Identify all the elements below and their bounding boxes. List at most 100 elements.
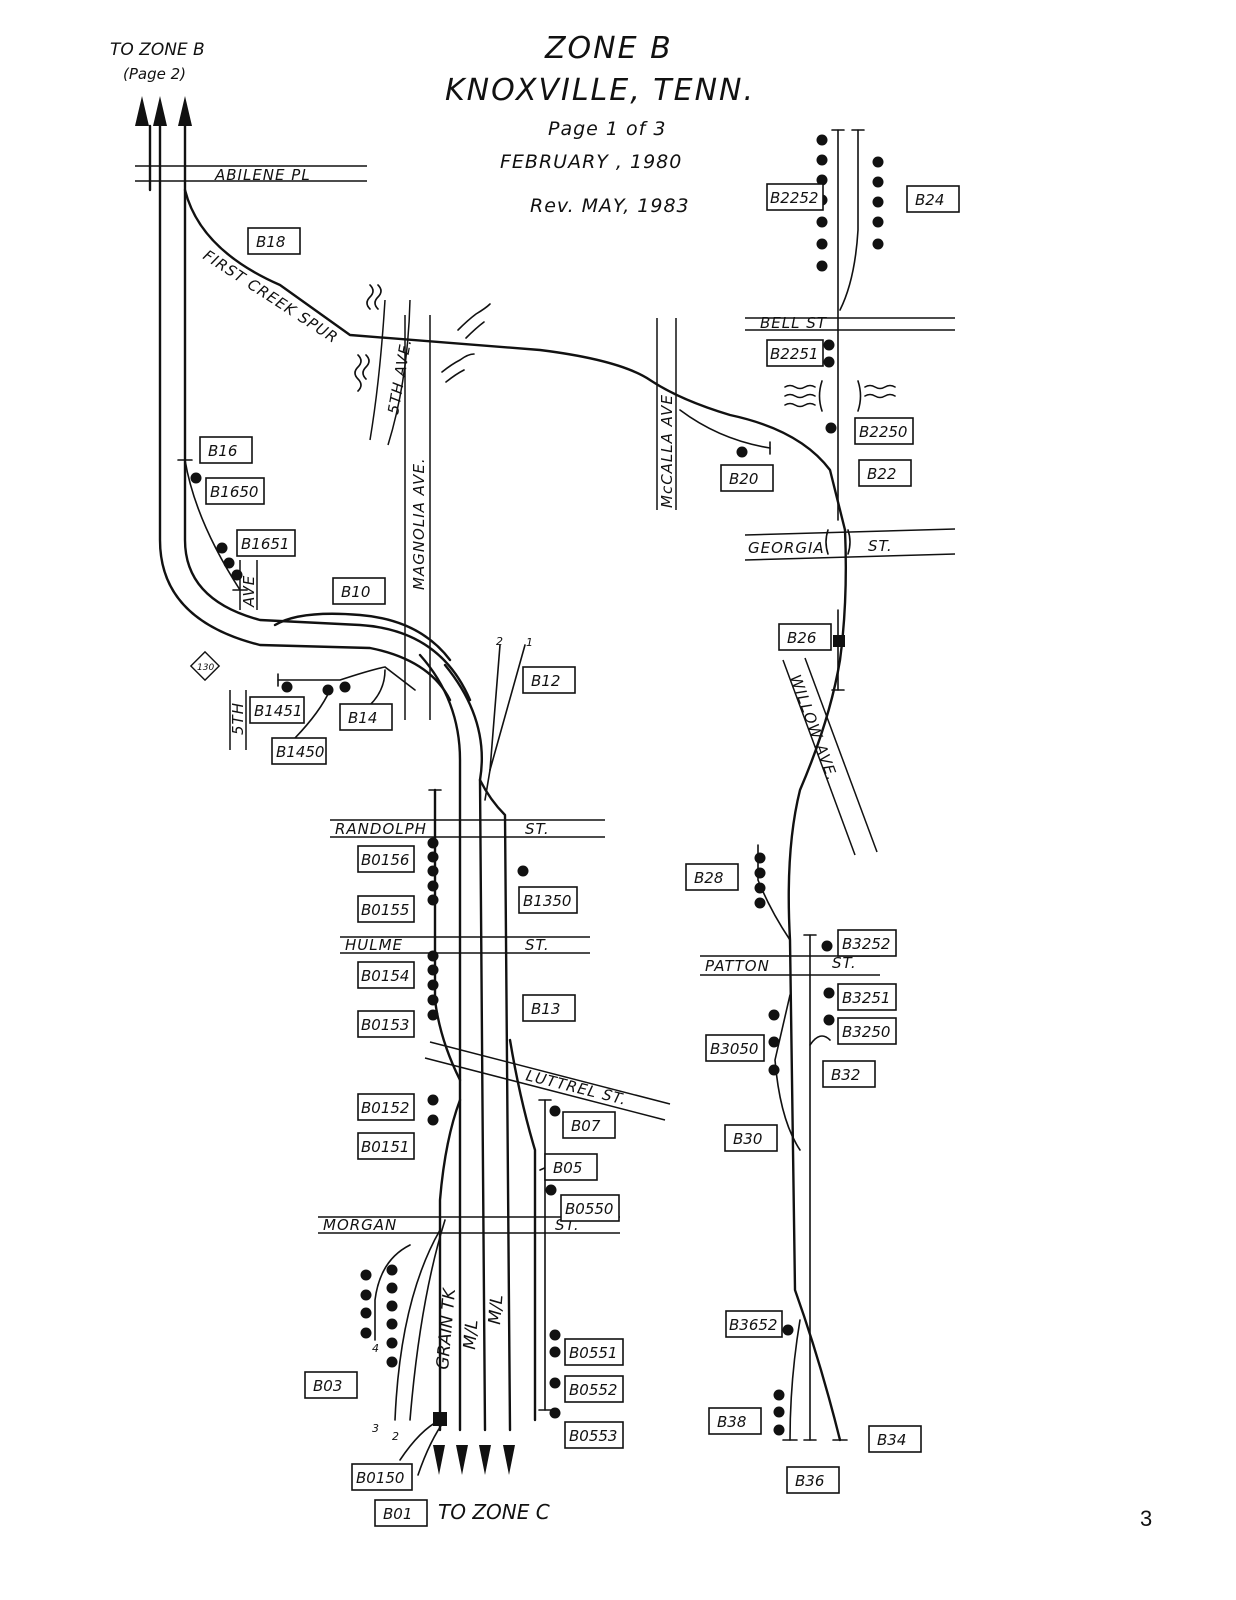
- svg-text:B1451: B1451: [254, 702, 302, 720]
- svg-text:130: 130: [197, 663, 214, 673]
- creek-symbols: [354, 284, 896, 412]
- track-box-b1451: B1451: [249, 696, 305, 724]
- svg-text:B3050: B3050: [710, 1040, 758, 1058]
- track-box-b34: B34: [868, 1425, 922, 1453]
- track-box-b30: B30: [724, 1124, 778, 1152]
- track-box-b3652: B3652: [725, 1310, 783, 1338]
- street-5th: 5TH: [229, 690, 247, 750]
- south-connection-label: TO ZONE C: [438, 1500, 550, 1524]
- svg-text:B16: B16: [208, 442, 237, 460]
- street-hulme-st: HULME ST.: [340, 936, 590, 954]
- svg-text:B18: B18: [256, 233, 285, 251]
- track-box-b0152: B0152: [357, 1093, 415, 1121]
- track-mark-2b: 2: [392, 1430, 399, 1443]
- page-number: 3: [1140, 1506, 1153, 1531]
- track-box-b0153: B0153: [357, 1010, 415, 1038]
- map-revision: Rev. MAY, 1983: [530, 195, 690, 217]
- b26-signal-square: [833, 635, 845, 647]
- track-box-b0550: B0550: [560, 1194, 620, 1222]
- map-page-label: Page 1 of 3: [548, 118, 666, 140]
- svg-text:ST.: ST.: [832, 954, 857, 972]
- svg-text:B0156: B0156: [361, 851, 409, 869]
- svg-text:B2252: B2252: [770, 189, 818, 207]
- svg-text:AVE: AVE: [240, 575, 258, 608]
- track-box-b3252: B3252: [837, 929, 897, 957]
- track-box-b2250: B2250: [854, 417, 914, 445]
- svg-text:B38: B38: [717, 1413, 746, 1431]
- track-box-b0151: B0151: [357, 1132, 415, 1160]
- street-small-ave: AVE: [239, 560, 258, 610]
- track-box-b0156: B0156: [357, 845, 415, 873]
- track-mark-4: 4: [372, 1342, 379, 1355]
- svg-text:MAGNOLIA AVE.: MAGNOLIA AVE.: [410, 457, 428, 590]
- svg-text:B2250: B2250: [859, 423, 907, 441]
- track-box-b18: B18: [247, 227, 301, 255]
- street-5th-ave: 5TH AVE.: [369, 299, 415, 446]
- svg-text:B0150: B0150: [356, 1469, 404, 1487]
- svg-text:B14: B14: [348, 709, 377, 727]
- svg-text:B28: B28: [694, 869, 723, 887]
- track-box-b05: B05: [544, 1153, 598, 1181]
- svg-text:B03: B03: [313, 1377, 342, 1395]
- track-lines: [148, 124, 865, 1442]
- track-box-b0551: B0551: [564, 1338, 624, 1366]
- track-box-b0553: B0553: [564, 1421, 624, 1449]
- track-box-b3050: B3050: [705, 1034, 765, 1062]
- track-box-b1350: B1350: [518, 886, 578, 914]
- track-box-b2252: B2252: [766, 183, 824, 211]
- svg-text:HULME: HULME: [345, 936, 403, 954]
- svg-text:BELL ST: BELL ST: [760, 314, 828, 332]
- track-box-b01: B01: [374, 1499, 428, 1527]
- svg-text:B1650: B1650: [210, 483, 258, 501]
- street-georgia-st: GEORGIA ST.: [744, 528, 956, 561]
- svg-text:B1350: B1350: [523, 892, 571, 910]
- svg-text:B3251: B3251: [842, 989, 890, 1007]
- svg-text:5TH: 5TH: [229, 702, 247, 735]
- svg-text:B3652: B3652: [729, 1316, 777, 1334]
- svg-text:ST.: ST.: [525, 820, 550, 838]
- svg-text:ABILENE PL: ABILENE PL: [214, 166, 311, 184]
- svg-text:B24: B24: [915, 191, 944, 209]
- svg-text:B20: B20: [729, 470, 758, 488]
- street-mccalla-ave: McCALLA AVE: [656, 318, 677, 510]
- track-box-b0150: B0150: [351, 1463, 413, 1491]
- track-box-b32: B32: [822, 1060, 876, 1088]
- track-box-b3250: B3250: [837, 1017, 897, 1045]
- svg-text:B30: B30: [733, 1130, 762, 1148]
- track-box-b16: B16: [199, 436, 253, 464]
- first-creek-spur-label: FIRST CREEK SPUR: [200, 246, 342, 347]
- track-box-b3251: B3251: [837, 983, 897, 1011]
- track-box-b1450: B1450: [271, 737, 327, 765]
- street-patton-st: PATTON ST.: [700, 954, 880, 976]
- track-box-b1650: B1650: [205, 477, 265, 505]
- svg-text:B0553: B0553: [569, 1427, 617, 1445]
- track-box-b28: B28: [685, 863, 739, 891]
- svg-text:B2251: B2251: [770, 345, 818, 363]
- track-box-b0155: B0155: [357, 895, 415, 923]
- svg-text:McCALLA AVE: McCALLA AVE: [658, 394, 676, 508]
- mainline-label-1: M/L: [460, 1319, 483, 1351]
- svg-text:5TH AVE.: 5TH AVE.: [384, 337, 415, 416]
- south-arrows: [433, 1445, 515, 1475]
- svg-text:B0153: B0153: [361, 1016, 409, 1034]
- track-mark-3: 3: [372, 1422, 379, 1435]
- svg-text:RANDOLPH: RANDOLPH: [335, 820, 427, 838]
- svg-text:B0154: B0154: [361, 967, 409, 985]
- svg-text:B07: B07: [571, 1117, 601, 1135]
- track-box-b13: B13: [522, 994, 576, 1022]
- track-box-b20: B20: [720, 464, 774, 492]
- street-randolph-st: RANDOLPH ST.: [330, 819, 605, 838]
- track-box-b36: B36: [786, 1466, 840, 1494]
- svg-text:ST.: ST.: [525, 936, 550, 954]
- track-box-b38: B38: [708, 1407, 762, 1435]
- svg-text:B10: B10: [341, 583, 370, 601]
- svg-text:B26: B26: [787, 629, 816, 647]
- track-box-b07: B07: [562, 1111, 616, 1139]
- svg-text:B34: B34: [877, 1431, 906, 1449]
- track-box-b24: B24: [906, 185, 960, 213]
- svg-text:B36: B36: [795, 1472, 824, 1490]
- svg-text:B13: B13: [531, 1000, 560, 1018]
- track-box-b0154: B0154: [357, 961, 415, 989]
- map-city: KNOXVILLE, TENN.: [445, 73, 755, 108]
